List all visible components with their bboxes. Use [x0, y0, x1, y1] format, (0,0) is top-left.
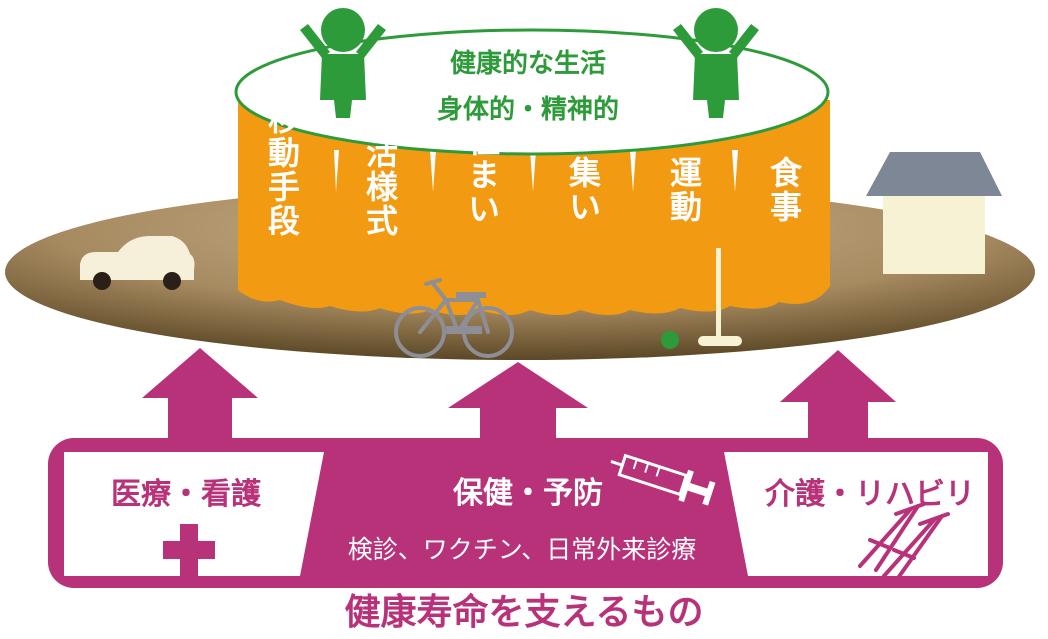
house-icon: [866, 152, 1002, 274]
pillar-label-6: 食事: [765, 155, 803, 224]
pillars-block: [238, 100, 830, 315]
syringe-icon: [610, 453, 716, 506]
crutches-icon: [858, 502, 950, 580]
ball-icon: [661, 331, 679, 349]
base-center-sublabel: 検診、ワクチン、日常外来診療: [348, 535, 697, 564]
caption: 健康寿命を支えるもの: [345, 591, 704, 633]
support-base: [48, 348, 1003, 588]
top-ellipse: [234, 28, 830, 156]
car-icon: [80, 236, 195, 290]
pillar-label-1: 移動手段: [263, 102, 301, 238]
pillar-label-5: 運動: [665, 156, 703, 224]
cross-icon: [163, 524, 215, 576]
pillar-label-4: 集い: [564, 156, 602, 224]
bicycle-icon: [394, 278, 514, 358]
base-left-label: 医療・看護: [111, 477, 262, 512]
top-line2: 身体的・精神的: [437, 94, 619, 125]
base-right-label: 介護・リハビリ: [764, 477, 975, 512]
base-center-label: 保健・予防: [453, 476, 603, 511]
mallet-icon: [698, 248, 742, 346]
person-right-icon: [673, 8, 759, 118]
person-left-icon: [300, 8, 386, 118]
pillar-label-3: 住まい: [463, 124, 501, 226]
pillar-label-2: 生活様式: [361, 102, 399, 238]
top-line1: 健康的な生活: [450, 48, 606, 79]
